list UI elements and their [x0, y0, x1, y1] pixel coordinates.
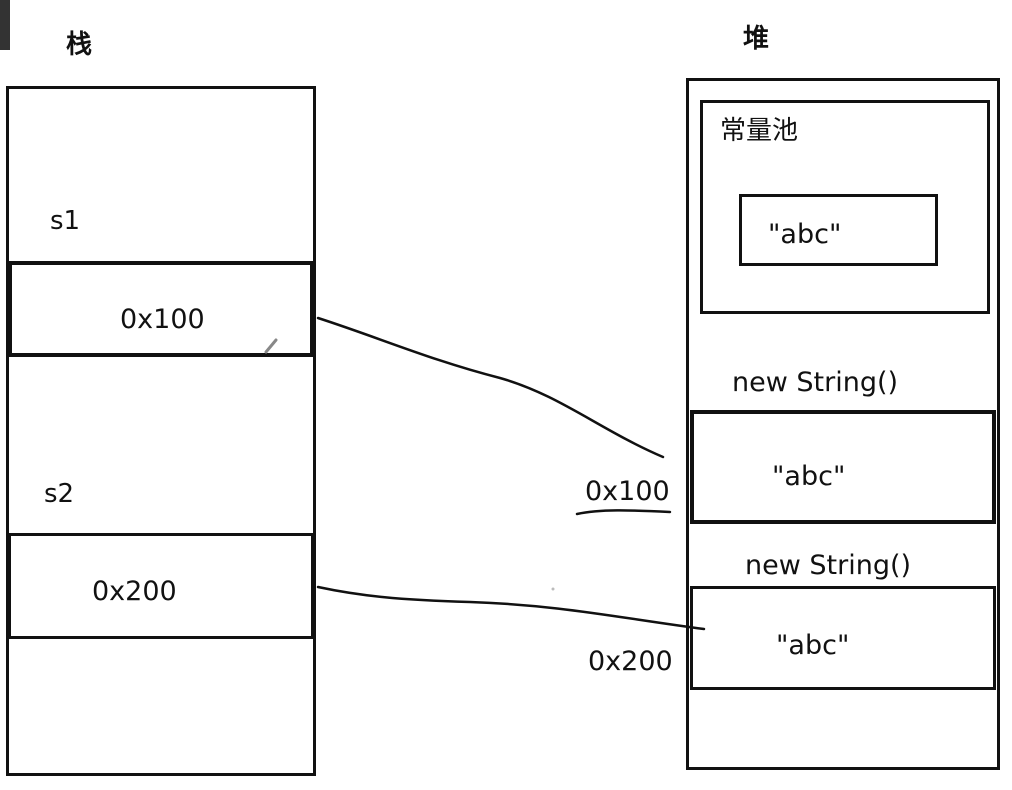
stack-frame	[6, 86, 316, 776]
heap-object-1-constructor: new String()	[732, 367, 899, 398]
constant-pool	[700, 100, 990, 314]
heap-title: 堆	[743, 24, 770, 54]
reference-line-s2	[316, 585, 706, 631]
heap-frame	[686, 78, 1000, 770]
constant-pool-title: 常量池	[720, 116, 799, 146]
heap-object-2-address: 0x200	[588, 646, 673, 677]
constant-pool-string	[739, 194, 938, 266]
heap-object-1-value: "abc"	[772, 461, 846, 492]
corner-mark	[0, 0, 10, 50]
heap-object-2	[690, 586, 996, 690]
heap-object-1	[690, 410, 996, 524]
stack-value-s1: 0x100	[120, 304, 205, 335]
stack-var-s1: s1	[50, 206, 81, 236]
heap-object-2-constructor: new String()	[745, 550, 912, 581]
stray-dot	[551, 587, 555, 591]
stack-title: 栈	[66, 30, 93, 60]
stack-slot-s1	[8, 261, 314, 357]
stack-value-s2: 0x200	[92, 576, 177, 607]
reference-line-s1	[316, 316, 665, 459]
stack-var-s2: s2	[44, 479, 75, 509]
stack-slot-s2	[8, 533, 314, 639]
address-underline	[575, 509, 672, 516]
heap-object-2-value: "abc"	[776, 630, 850, 661]
heap-object-1-address: 0x100	[585, 476, 670, 507]
constant-pool-string-value: "abc"	[768, 219, 842, 250]
